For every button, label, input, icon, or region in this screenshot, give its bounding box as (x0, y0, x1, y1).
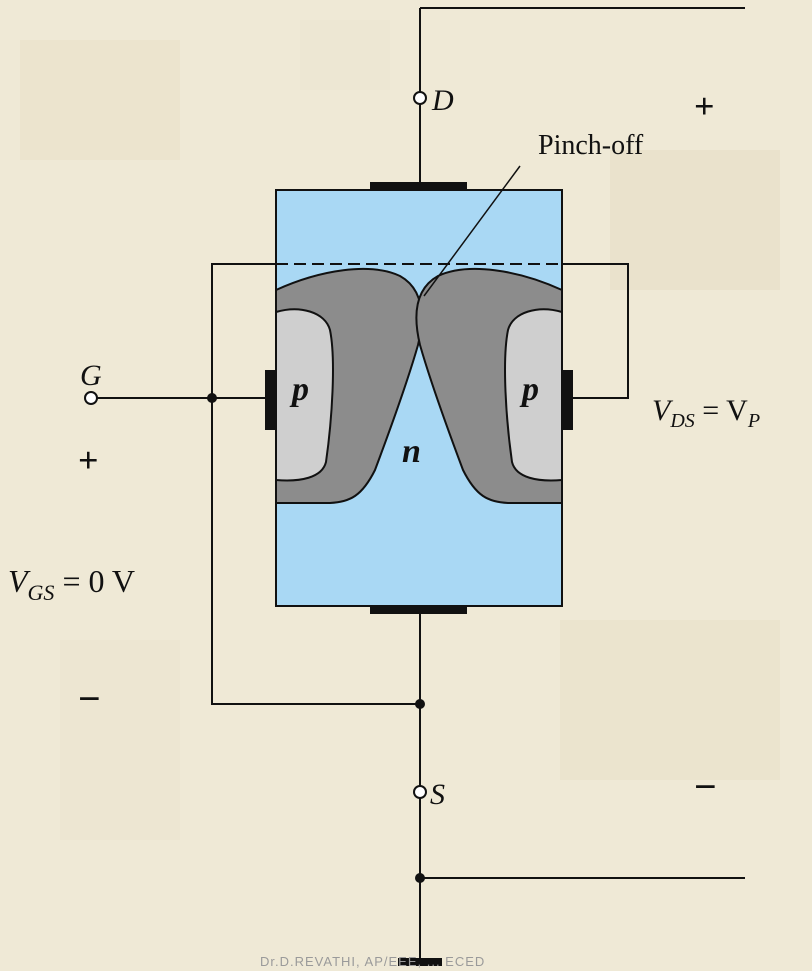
plus-left-sign: + (78, 440, 99, 480)
pinch-off-label: Pinch-off (538, 130, 644, 161)
n-channel-label: n (402, 433, 421, 470)
gate-junction-dot (207, 393, 217, 403)
right-gate-contact (562, 370, 573, 430)
vds-equation: VDS = VP (652, 394, 760, 432)
left-p-region (275, 308, 334, 482)
source-terminal (413, 785, 427, 799)
drain-label: D (431, 84, 454, 117)
vgs-equation: VGS = 0 V (8, 563, 135, 605)
source-label: S (430, 778, 445, 811)
minus-left-sign: − (78, 676, 101, 721)
plus-right-sign: + (694, 86, 715, 126)
drain-contact (370, 182, 467, 190)
output-junction-dot (415, 873, 425, 883)
left-gate-contact (265, 370, 276, 430)
gate-label: G (80, 359, 102, 392)
source-contact (370, 606, 467, 614)
source-junction-dot (415, 699, 425, 709)
pinch-off-pointer (423, 165, 521, 297)
minus-right-sign: − (694, 764, 717, 809)
p-left-label: p (289, 371, 309, 408)
footer-credit: Dr.D.REVATHI, AP/EEE, ... ECED (260, 954, 486, 969)
gate-terminal (84, 391, 98, 405)
right-p-region (504, 308, 563, 482)
p-right-label: p (519, 371, 539, 408)
ground-bar (398, 958, 442, 966)
drain-terminal (413, 91, 427, 105)
